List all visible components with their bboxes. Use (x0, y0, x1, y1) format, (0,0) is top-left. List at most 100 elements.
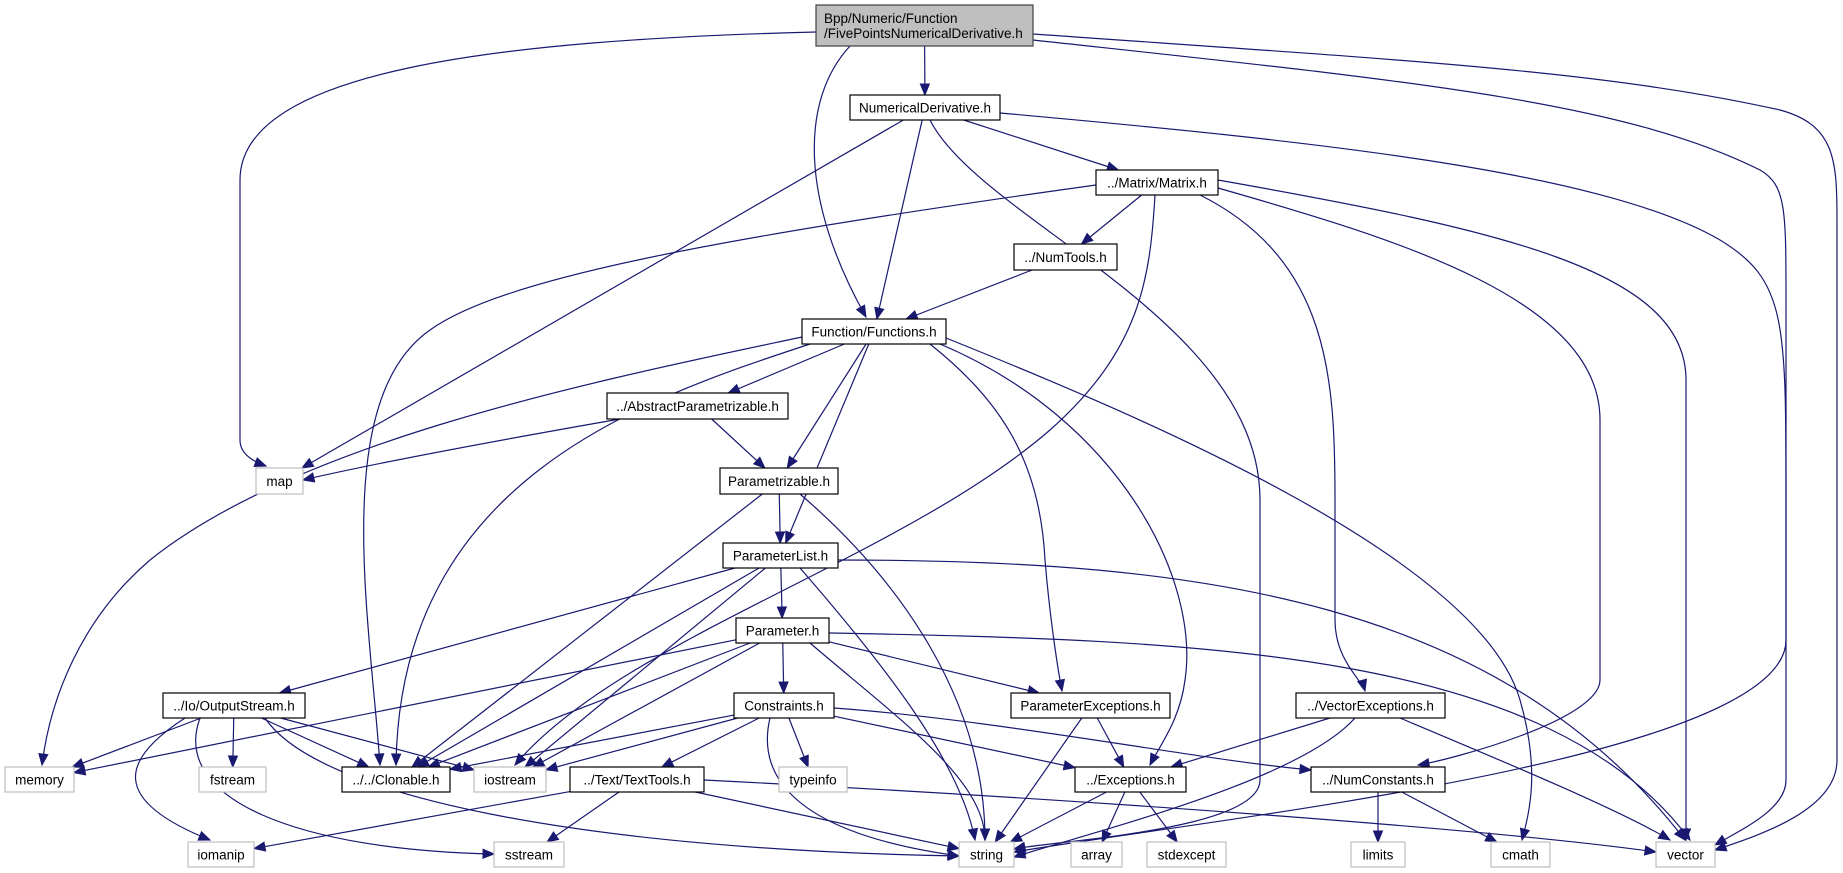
edge-vectorexc-to-exceptions (1169, 717, 1331, 769)
edge-line (905, 269, 1033, 320)
edge-texttools-to-string (695, 791, 961, 852)
edge-outputstream-to-sstream (195, 717, 496, 860)
node-exceptions[interactable]: ../Exceptions.h (1074, 766, 1187, 793)
edge-functions-to-paramlist (785, 343, 870, 545)
node-box (493, 841, 565, 868)
edge-line (1032, 33, 1838, 851)
node-label: ../AbstractParametrizable.h (616, 399, 779, 414)
edge-line (41, 336, 803, 766)
node-fstream: fstream (198, 766, 267, 793)
node-outputstream[interactable]: ../Io/OutputStream.h (162, 692, 306, 719)
node-box (606, 392, 789, 420)
node-label: ParameterExceptions.h (1020, 699, 1160, 714)
node-paramexc[interactable]: ParameterExceptions.h (1010, 692, 1171, 719)
node-numconstants[interactable]: ../NumConstants.h (1310, 766, 1446, 793)
node-parametrizable[interactable]: Parametrizable.h (719, 467, 839, 495)
edge-parameter-to-string (809, 642, 991, 842)
node-label: Parameter.h (746, 624, 820, 639)
arrowhead-icon (1012, 841, 1027, 852)
node-label: ../../Clonable.h (352, 773, 439, 788)
node-typeinfo: typeinfo (778, 766, 848, 793)
edge-line (532, 642, 760, 768)
edge-line (929, 119, 1261, 850)
arrowhead-icon (727, 383, 741, 394)
edge-exceptions-to-array (1101, 791, 1126, 844)
edge-numderiv-to-string (929, 119, 1261, 852)
node-label: fstream (210, 773, 255, 788)
node-paramlist[interactable]: ParameterList.h (722, 542, 839, 569)
node-functions[interactable]: Function/Functions.h (801, 318, 947, 345)
edge-texttools-to-vector (703, 779, 1658, 856)
node-label: /FivePointsNumericalDerivative.h (824, 26, 1023, 41)
node-box (1350, 841, 1406, 868)
node-clonable[interactable]: ../../Clonable.h (341, 766, 451, 793)
edge-line (279, 567, 736, 694)
node-label: iostream (484, 773, 536, 788)
arrowhead-icon (785, 530, 795, 545)
arrowhead-icon (946, 841, 961, 852)
edge-parameter-to-iostream (531, 642, 760, 768)
node-label: cmath (1502, 848, 1539, 863)
arrowhead-icon (1678, 827, 1691, 842)
node-box (341, 766, 451, 793)
node-vectorexc[interactable]: ../VectorExceptions.h (1295, 692, 1446, 719)
edge-line (695, 791, 960, 850)
node-numtools[interactable]: ../NumTools.h (1013, 243, 1118, 271)
arrowhead-icon (774, 531, 786, 545)
edge-line (963, 119, 1119, 171)
node-label: vector (1667, 848, 1704, 863)
node-label: Function/Functions.h (811, 325, 936, 340)
edge-line (813, 45, 867, 318)
edge-line (417, 567, 760, 768)
edge-root-to-map (239, 31, 817, 467)
edge-line (1013, 39, 1787, 853)
arrowhead-icon (1012, 848, 1027, 859)
edge-functions-to-paramexc (929, 343, 1066, 693)
arrowhead-icon (1080, 232, 1094, 245)
arrowhead-icon (1299, 763, 1313, 775)
node-numderiv[interactable]: NumericalDerivative.h (849, 94, 1001, 121)
edge-line (301, 119, 904, 469)
arrowhead-icon (904, 309, 919, 320)
node-string: string (958, 841, 1015, 868)
edge-vectorexc-to-string (1012, 717, 1356, 859)
node-box (1295, 692, 1446, 719)
edge-line (728, 343, 845, 394)
node-label: string (970, 848, 1003, 863)
edge-parameter-to-clonable (427, 642, 751, 768)
arrowhead-icon (1356, 678, 1368, 693)
node-root[interactable]: Bpp/Numeric/Function/FivePointsNumerical… (815, 4, 1034, 47)
node-label: Parametrizable.h (728, 474, 830, 489)
node-stdexcept: stdexcept (1146, 841, 1227, 868)
node-constraints[interactable]: Constraints.h (733, 692, 835, 719)
arrowhead-icon (545, 831, 560, 843)
node-parameter[interactable]: Parameter.h (735, 617, 830, 644)
edge-line (945, 337, 1533, 841)
node-box (4, 766, 75, 793)
edge-outputstream-to-memory (71, 717, 202, 768)
edge-matrix-to-iostream (514, 194, 1156, 767)
edge-outputstream-to-iomanip (135, 717, 212, 841)
edge-line (302, 418, 621, 481)
node-label: limits (1363, 848, 1394, 863)
nodes-layer: Bpp/Numeric/Function/FivePointsNumerical… (4, 4, 1716, 868)
edge-parameter-to-vector (828, 632, 1691, 842)
node-matrix[interactable]: ../Matrix/Matrix.h (1095, 169, 1219, 196)
edge-line (711, 418, 766, 469)
edge-functions-to-clonable (390, 343, 811, 767)
node-label: array (1081, 848, 1112, 863)
edge-paramexc-to-exceptions (1096, 717, 1125, 769)
node-label: ../Exceptions.h (1086, 773, 1175, 788)
node-box (473, 766, 547, 793)
arrowhead-icon (390, 753, 402, 767)
edge-numderiv-to-vector (999, 112, 1787, 846)
edge-root-to-functions (813, 45, 867, 319)
edge-line (833, 715, 1076, 769)
edge-paramlist-to-iostream (524, 567, 766, 768)
edge-line (766, 717, 960, 857)
node-abstractparam[interactable]: ../AbstractParametrizable.h (606, 392, 789, 420)
node-texttools[interactable]: ../Text/TextTools.h (569, 766, 705, 793)
arrowhead-icon (919, 83, 931, 97)
edge-line (828, 632, 1691, 841)
